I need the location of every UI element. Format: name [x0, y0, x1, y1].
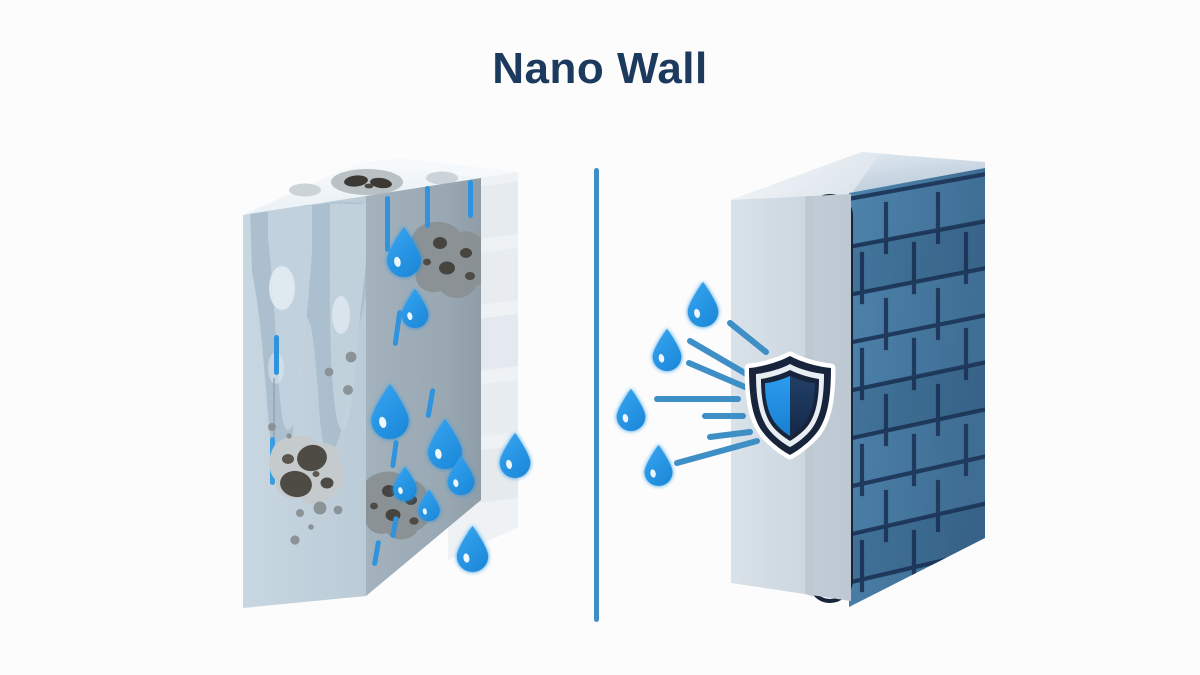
- block-top-face-extension: [358, 158, 518, 178]
- brick-shading: [849, 220, 985, 584]
- front-face-mold: [366, 221, 481, 540]
- seepage-stains: [250, 202, 366, 472]
- mold-spot-icon: [408, 221, 481, 298]
- page-title: Nano Wall: [492, 44, 708, 93]
- vertical-divider: [594, 168, 599, 622]
- coating-top-face: [731, 152, 880, 200]
- mold-specks: [268, 351, 357, 545]
- mold-spot-icon: [331, 169, 403, 195]
- top-face-pores: [289, 169, 458, 197]
- brick-wall-body: [849, 168, 985, 607]
- brick-icon-grid: [849, 170, 985, 593]
- mold-spot-icon: [269, 435, 345, 505]
- repel-ray-icon-group: [654, 320, 769, 466]
- shield-icon: [744, 351, 836, 460]
- protected-wall-illustration: [616, 152, 985, 607]
- untreated-wall-illustration: [243, 158, 531, 608]
- water-streaks: [372, 180, 473, 566]
